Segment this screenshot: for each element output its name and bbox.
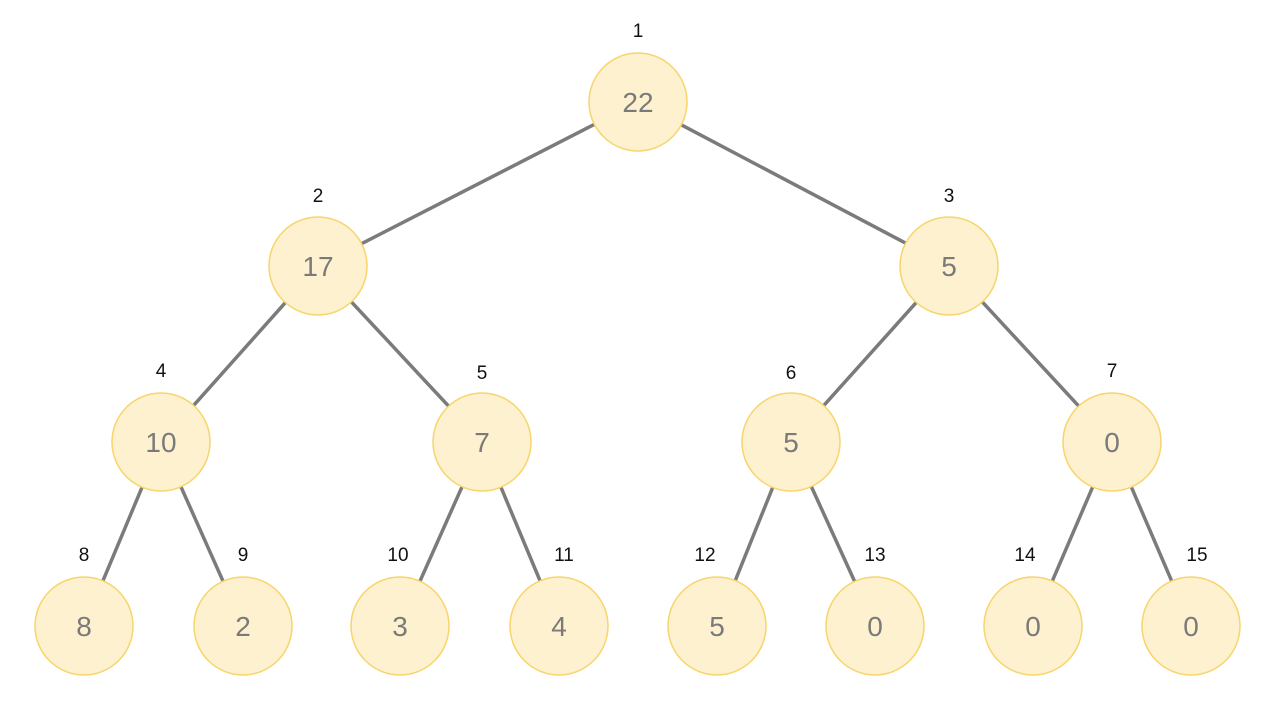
tree-node-value: 8 xyxy=(76,611,92,642)
tree-edge-2-4 xyxy=(190,299,289,409)
tree-node-15: 0 xyxy=(1141,576,1241,676)
tree-node-index-label: 13 xyxy=(864,545,885,566)
tree-node-index-label: 14 xyxy=(1014,545,1036,566)
tree-edge-6-13 xyxy=(808,484,858,584)
tree-nodes: 22 17 5 10 7 5 0 8 2 3 4 5 0 0 0 xyxy=(34,52,1241,676)
tree-node-index-label: 5 xyxy=(477,363,488,384)
tree-node-11: 4 xyxy=(509,576,609,676)
tree-node-1: 22 xyxy=(588,52,688,152)
tree-edge-7-14 xyxy=(1049,484,1096,584)
tree-node-value: 0 xyxy=(1104,427,1120,458)
tree-node-value: 3 xyxy=(392,611,408,642)
tree-edge-1-3 xyxy=(678,122,909,246)
tree-node-index-label: 8 xyxy=(79,545,90,566)
tree-edge-6-12 xyxy=(732,484,776,584)
tree-node-index-label: 7 xyxy=(1107,361,1118,382)
tree-node-index-label: 12 xyxy=(694,545,715,566)
tree-node-12: 5 xyxy=(667,576,767,676)
tree-node-circle xyxy=(1141,576,1241,676)
tree-node-circle xyxy=(268,216,368,316)
tree-node-value: 0 xyxy=(1025,611,1041,642)
tree-node-value: 0 xyxy=(1183,611,1199,642)
tree-node-circle xyxy=(509,576,609,676)
tree-node-index-label: 3 xyxy=(944,186,955,207)
tree-node-index-label: 4 xyxy=(156,361,167,382)
tree-node-value: 4 xyxy=(551,611,567,642)
tree-node-index-label: 1 xyxy=(633,21,644,42)
tree-node-circle xyxy=(350,576,450,676)
tree-edge-7-15 xyxy=(1128,484,1175,584)
tree-node-8: 8 xyxy=(34,576,134,676)
tree-node-value: 7 xyxy=(474,427,490,458)
tree-node-6: 5 xyxy=(741,392,841,492)
tree-node-index-label: 2 xyxy=(313,186,324,207)
tree-edge-5-11 xyxy=(498,484,543,584)
tree-edges xyxy=(100,121,1175,584)
tree-node-circle xyxy=(193,576,293,676)
tree-node-14: 0 xyxy=(983,576,1083,676)
tree-node-10: 3 xyxy=(350,576,450,676)
tree-node-2: 17 xyxy=(268,216,368,316)
tree-node-index-label: 6 xyxy=(786,363,797,384)
tree-node-value: 17 xyxy=(302,251,333,282)
tree-node-circle xyxy=(899,216,999,316)
tree-edge-5-10 xyxy=(417,484,465,584)
tree-edge-3-7 xyxy=(979,299,1082,409)
tree-edge-1-2 xyxy=(359,121,597,247)
tree-node-value: 5 xyxy=(709,611,725,642)
tree-node-circle xyxy=(34,576,134,676)
tree-node-index-label: 9 xyxy=(238,545,249,566)
tree-node-index-label: 11 xyxy=(554,545,574,566)
tree-node-3: 5 xyxy=(899,216,999,316)
tree-node-circle xyxy=(588,52,688,152)
tree-node-circle xyxy=(741,392,841,492)
tree-node-13: 0 xyxy=(825,576,925,676)
tree-node-value: 22 xyxy=(622,87,653,118)
tree-node-value: 5 xyxy=(941,251,957,282)
tree-node-9: 2 xyxy=(193,576,293,676)
tree-node-circle xyxy=(432,392,532,492)
tree-node-4: 10 xyxy=(111,392,211,492)
tree-node-value: 5 xyxy=(783,427,799,458)
tree-node-5: 7 xyxy=(432,392,532,492)
tree-node-circle xyxy=(1062,392,1162,492)
tree-edge-2-5 xyxy=(348,299,452,409)
tree-node-7: 0 xyxy=(1062,392,1162,492)
tree-node-circle xyxy=(111,392,211,492)
tree-node-value: 0 xyxy=(867,611,883,642)
tree-edge-3-6 xyxy=(821,299,919,409)
tree-node-circle xyxy=(825,576,925,676)
tree-node-index-label: 10 xyxy=(387,545,408,566)
tree-node-index-label: 15 xyxy=(1186,545,1207,566)
tree-node-circle xyxy=(667,576,767,676)
tree-node-circle xyxy=(983,576,1083,676)
tree-edge-4-8 xyxy=(100,484,145,584)
tree-node-value: 2 xyxy=(235,611,251,642)
tree-edge-4-9 xyxy=(178,484,226,584)
tree-node-value: 10 xyxy=(145,427,176,458)
